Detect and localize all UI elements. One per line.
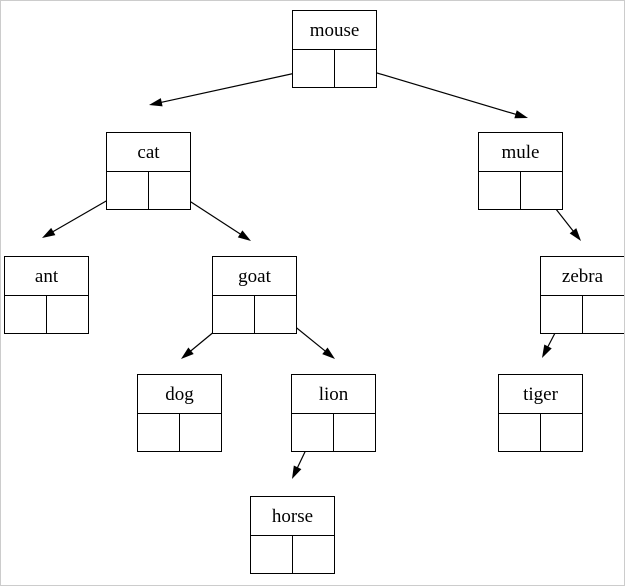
tree-node-dog[interactable]: dog <box>137 374 222 452</box>
right-pointer-cell-dog[interactable] <box>180 414 222 452</box>
node-pointers-mouse <box>293 50 376 88</box>
node-pointers-dog <box>138 414 221 452</box>
node-label-goat: goat <box>213 257 296 296</box>
node-label-lion: lion <box>292 375 375 414</box>
left-pointer-cell-dog[interactable] <box>138 414 180 452</box>
left-pointer-cell-tiger[interactable] <box>499 414 541 452</box>
node-pointers-goat <box>213 296 296 334</box>
left-pointer-cell-zebra[interactable] <box>541 296 583 334</box>
node-label-cat: cat <box>107 133 190 172</box>
node-label-tiger: tiger <box>499 375 582 414</box>
node-label-mule: mule <box>479 133 562 172</box>
node-pointers-lion <box>292 414 375 452</box>
left-pointer-cell-horse[interactable] <box>251 536 293 574</box>
tree-node-horse[interactable]: horse <box>250 496 335 574</box>
left-pointer-cell-mouse[interactable] <box>293 50 335 88</box>
tree-node-mouse[interactable]: mouse <box>292 10 377 88</box>
edge-mouse-to-mule <box>356 66 528 119</box>
right-pointer-cell-mouse[interactable] <box>335 50 377 88</box>
left-pointer-cell-mule[interactable] <box>479 172 521 210</box>
right-pointer-cell-tiger[interactable] <box>541 414 583 452</box>
left-pointer-cell-goat[interactable] <box>213 296 255 334</box>
tree-node-cat[interactable]: cat <box>106 132 191 210</box>
node-pointers-mule <box>479 172 562 210</box>
node-pointers-horse <box>251 536 334 574</box>
tree-node-zebra[interactable]: zebra <box>540 256 624 334</box>
tree-node-ant[interactable]: ant <box>4 256 89 334</box>
right-pointer-cell-ant[interactable] <box>47 296 89 334</box>
node-label-horse: horse <box>251 497 334 536</box>
node-pointers-cat <box>107 172 190 210</box>
right-pointer-cell-lion[interactable] <box>334 414 376 452</box>
node-pointers-ant <box>5 296 88 334</box>
right-pointer-cell-goat[interactable] <box>255 296 297 334</box>
node-label-mouse: mouse <box>293 11 376 50</box>
node-label-dog: dog <box>138 375 221 414</box>
left-pointer-cell-ant[interactable] <box>5 296 47 334</box>
tree-node-tiger[interactable]: tiger <box>498 374 583 452</box>
right-pointer-cell-horse[interactable] <box>293 536 335 574</box>
right-pointer-cell-mule[interactable] <box>521 172 563 210</box>
right-pointer-cell-zebra[interactable] <box>583 296 625 334</box>
node-label-zebra: zebra <box>541 257 624 296</box>
right-pointer-cell-cat[interactable] <box>149 172 191 210</box>
node-pointers-zebra <box>541 296 624 334</box>
left-pointer-cell-lion[interactable] <box>292 414 334 452</box>
tree-node-lion[interactable]: lion <box>291 374 376 452</box>
tree-node-mule[interactable]: mule <box>478 132 563 210</box>
edge-mouse-to-cat <box>149 68 315 107</box>
left-pointer-cell-cat[interactable] <box>107 172 149 210</box>
tree-node-goat[interactable]: goat <box>212 256 297 334</box>
node-label-ant: ant <box>5 257 88 296</box>
node-pointers-tiger <box>499 414 582 452</box>
